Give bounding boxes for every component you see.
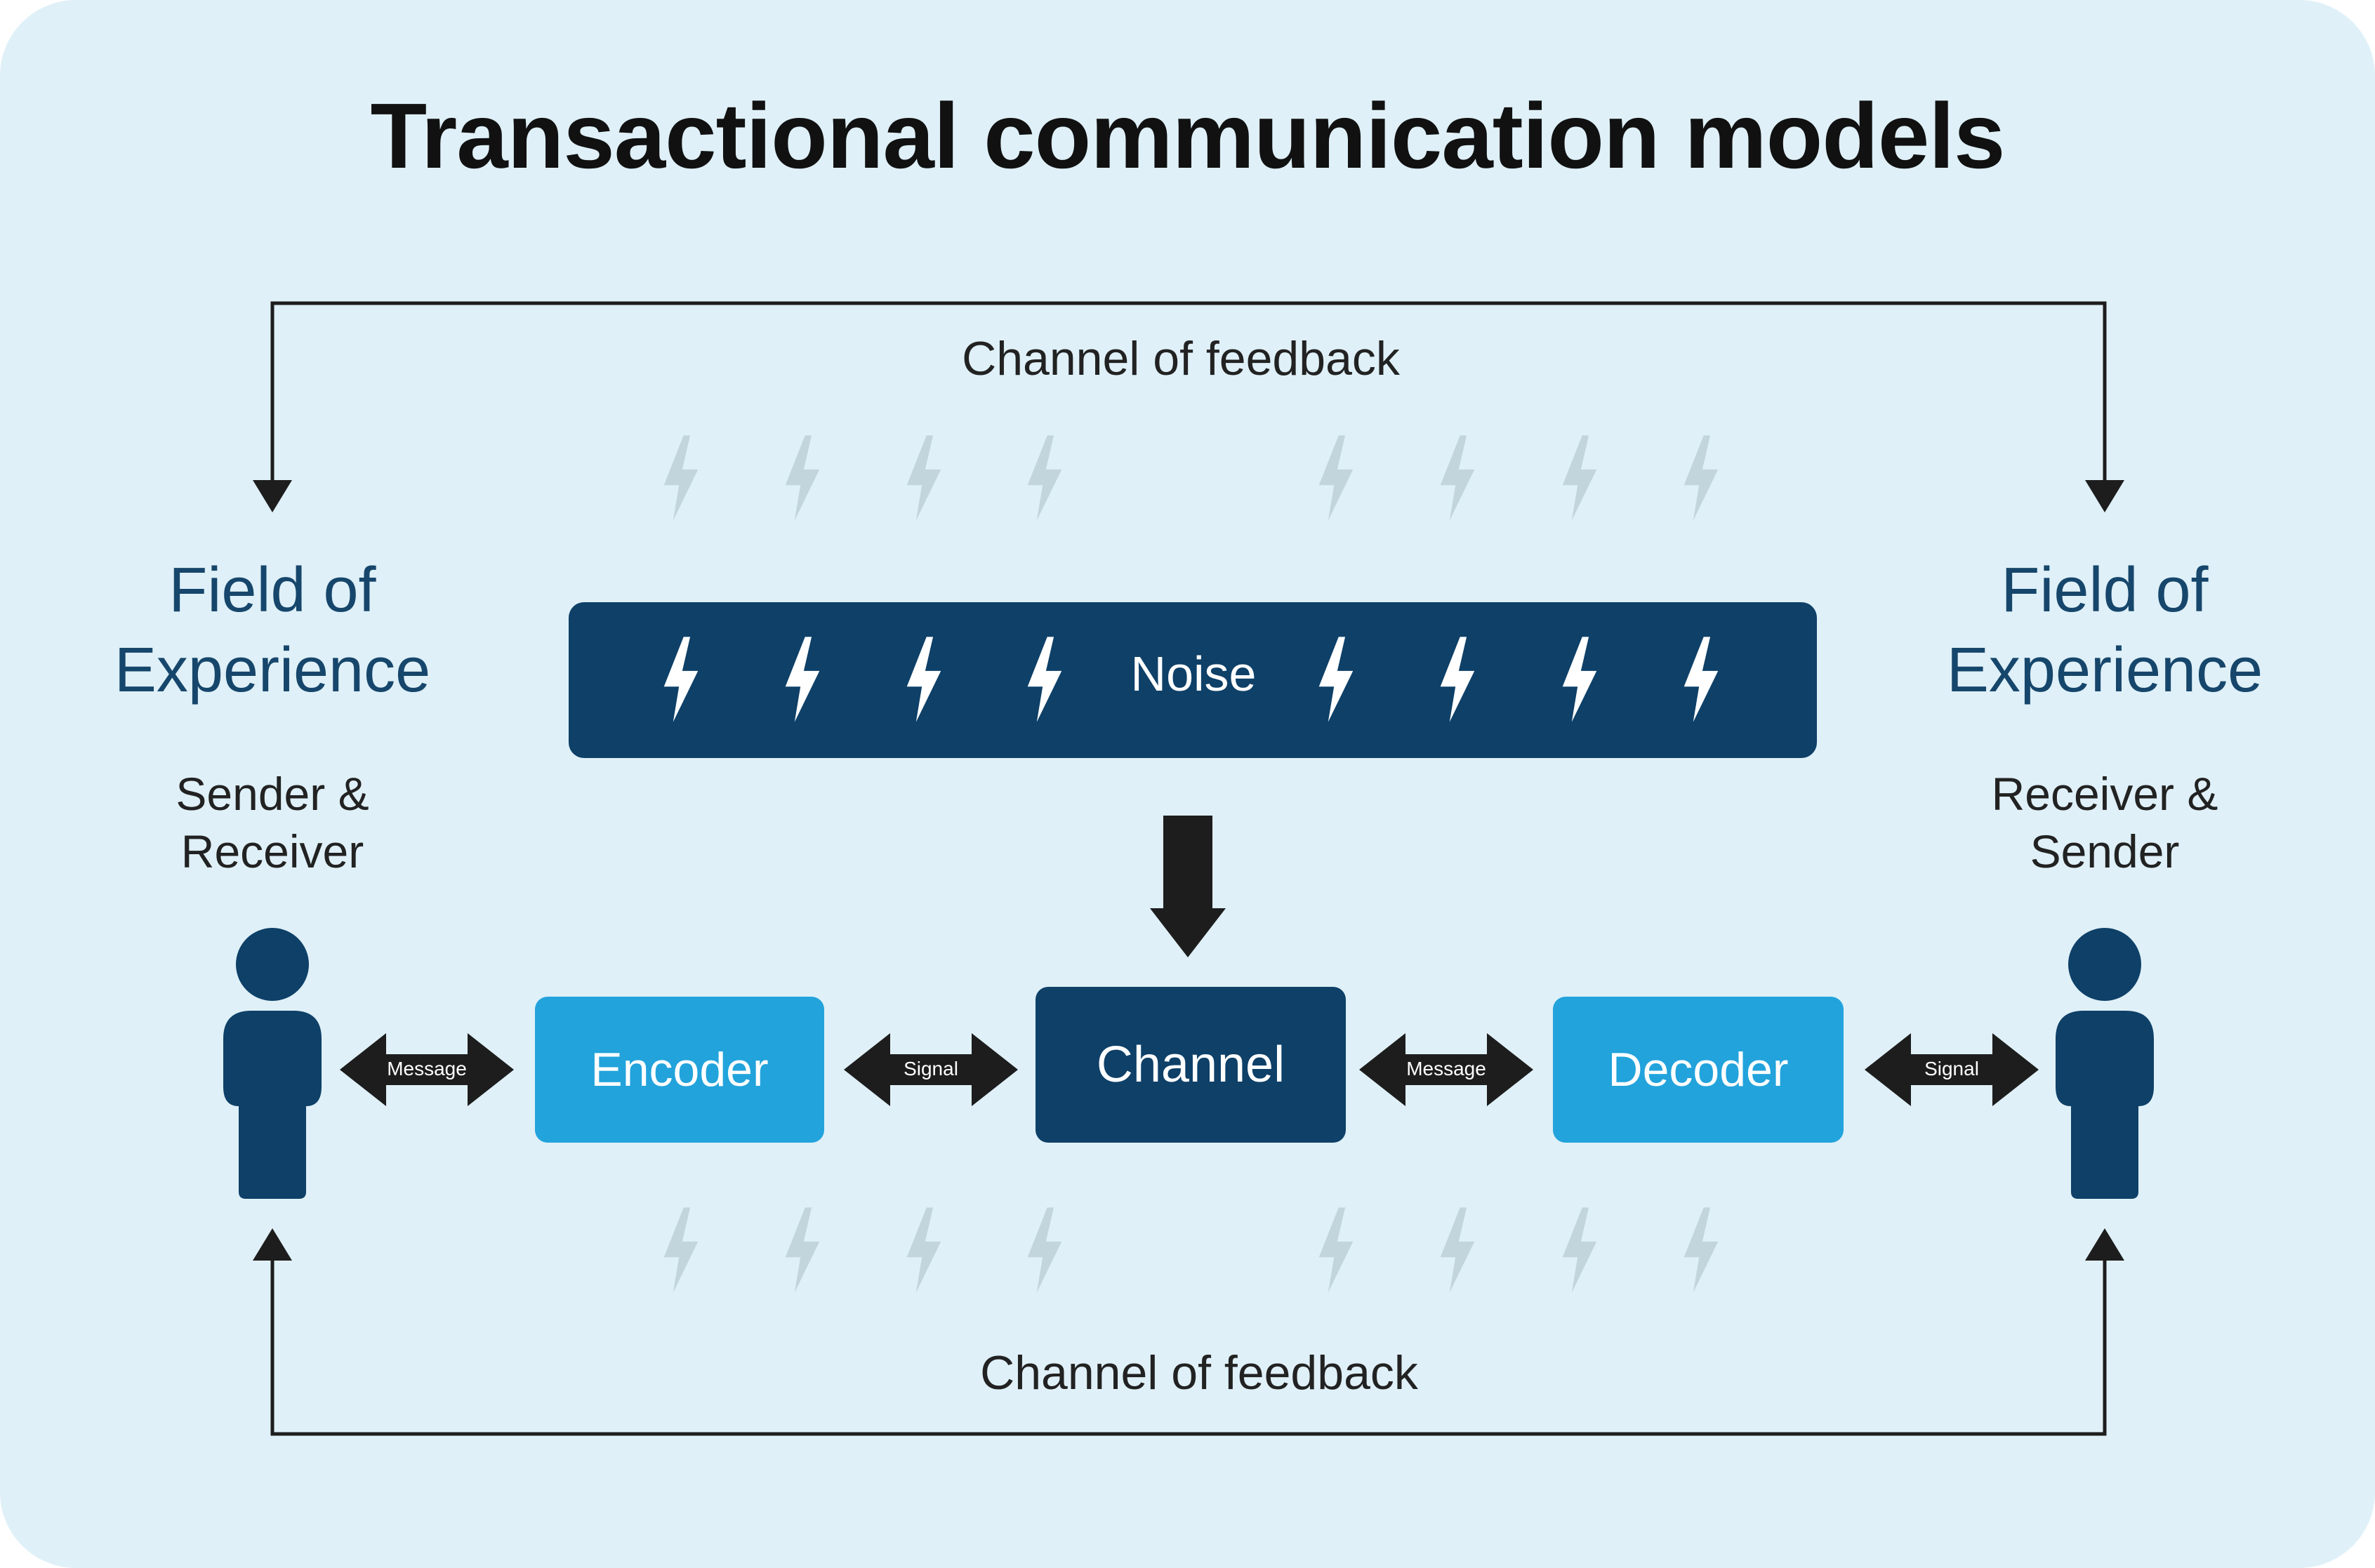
diagram-title: Transactional communication models: [370, 84, 2006, 187]
lightning-icon: [1562, 637, 1597, 722]
encoder-label: Encoder: [590, 1043, 769, 1096]
feedback-arrowhead-left-up: [253, 1228, 292, 1261]
feedback-arrowhead-left-down: [253, 480, 292, 512]
link-arrow-sender-encoder: [340, 1033, 514, 1106]
link-label-channel-decoder: Message: [1406, 1058, 1486, 1079]
channel-label: Channel: [1096, 1037, 1285, 1093]
link-label-decoder-receiver: Signal: [1924, 1058, 1979, 1079]
role-label-left: Sender & Receiver: [176, 768, 369, 877]
lightning-icon: [1440, 637, 1475, 722]
feedback-label-bottom: Channel of feedback: [980, 1346, 1418, 1400]
link-label-encoder-channel: Signal: [904, 1058, 958, 1079]
decoder-label: Decoder: [1608, 1043, 1789, 1096]
link-arrow-decoder-receiver: [1865, 1033, 2039, 1106]
link-label-sender-encoder: Message: [387, 1058, 467, 1079]
noise-label: Noise: [1130, 646, 1257, 701]
lightning-icon: [785, 637, 820, 722]
lightning-icon: [1683, 637, 1719, 722]
feedback-label-top: Channel of feedback: [962, 332, 1400, 385]
noise-down-arrow: [1150, 816, 1226, 957]
link-arrow-channel-decoder: [1359, 1033, 1533, 1106]
noise-bar: [569, 602, 1817, 758]
person-icon-left: [223, 928, 322, 1199]
feedback-line-bottom: [270, 1256, 2107, 1436]
feedback-arrowhead-right-down: [2085, 480, 2124, 512]
lightning-icon: [906, 637, 941, 722]
feedback-line-top: [270, 301, 2107, 486]
encoder-box: Encoder: [535, 997, 824, 1143]
lightning-icon: [663, 637, 699, 722]
decoder-box: Decoder: [1553, 997, 1844, 1143]
role-label-right: Receiver & Sender: [1991, 768, 2218, 877]
field-of-experience-left: Field of Experience: [114, 555, 431, 705]
feedback-arrowhead-right-up: [2085, 1228, 2124, 1261]
person-icon-right: [2056, 928, 2154, 1199]
channel-box: Channel: [1036, 987, 1346, 1143]
link-arrow-encoder-channel: [844, 1033, 1018, 1106]
field-of-experience-right: Field of Experience: [1946, 555, 2263, 705]
